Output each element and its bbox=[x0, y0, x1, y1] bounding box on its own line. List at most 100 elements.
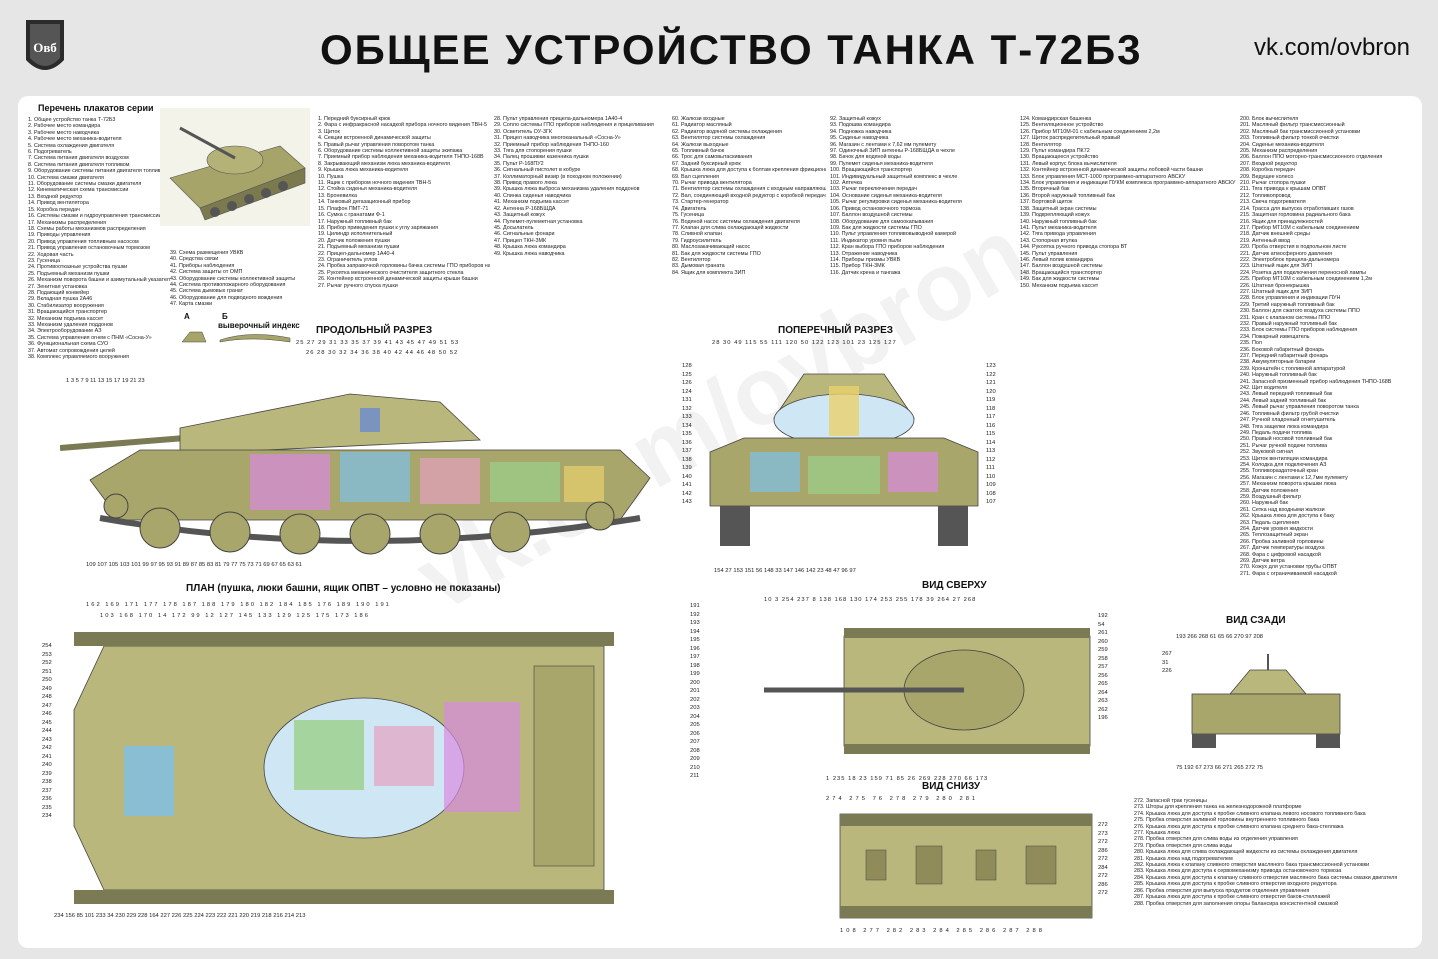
list-item: 8. Закрывающий механизм люка механика-во… bbox=[318, 160, 450, 167]
list-item: 4. Секции встроенной динамической защиты bbox=[318, 135, 431, 142]
list-item: 10. Пушка bbox=[318, 173, 344, 180]
list-item: 68. Крышка люка для доступа к болтам кре… bbox=[672, 167, 826, 174]
list-item: 244. Левый задний топливный бак bbox=[1240, 397, 1326, 404]
list-item: 67. Задний буксирный крюк bbox=[672, 160, 741, 167]
list-item: 227. Штатный ящик для ЗИП bbox=[1240, 288, 1312, 295]
list-item: 144. Рукоятка ручного привода стопора ВТ bbox=[1020, 244, 1128, 251]
list-item: 285. Крышка люка для доступа к пробке сл… bbox=[1134, 881, 1337, 888]
list-item: 107 bbox=[986, 499, 996, 505]
list-item: 21. Подъемный механизм пушки bbox=[318, 244, 400, 251]
list-item: 109 bbox=[986, 482, 996, 488]
list-item: 141 bbox=[682, 482, 692, 488]
long-top-numbers-2: 26 28 30 32 34 36 38 40 42 44 46 48 50 5… bbox=[306, 350, 459, 356]
list-item: 77. Клапан для слива охлаждающей жидкост… bbox=[672, 224, 789, 231]
list-item: 122 bbox=[986, 371, 996, 378]
list-item: 7. Приемный прибор наблюдения механика-в… bbox=[318, 154, 484, 161]
list-item: 12. Кинематическая схема трансмиссии bbox=[28, 187, 129, 194]
list-item: 211 bbox=[690, 773, 700, 779]
list-item: 116. Датчик крена и тангажа bbox=[830, 269, 901, 276]
list-item: 36. Сигнальный пистолет в кобуре bbox=[494, 167, 581, 174]
list-item: 238 bbox=[42, 779, 52, 785]
list-item: 4. Рабочее место механика-водителя bbox=[28, 136, 122, 143]
list-item: 40. Спинка сиденья наводчика bbox=[494, 192, 571, 199]
list-item: 225. Прибор МТ10М с кабельным соединение… bbox=[1240, 276, 1372, 283]
list-item: 134 bbox=[682, 422, 692, 429]
longitudinal-section-title: ПРОДОЛЬНЫЙ РАЗРЕЗ bbox=[316, 325, 433, 336]
list-item: 222. Электроблок прицела-дальномера bbox=[1240, 256, 1340, 263]
list-item: 25. Рукоятка механического очистителя за… bbox=[318, 269, 464, 276]
list-item: 230. Баллон для сжатого воздуха системы … bbox=[1240, 308, 1360, 315]
list-item: 97. Одиночный ЗИП антенны Р-168БШДА в че… bbox=[830, 148, 955, 155]
list-item: 286 bbox=[1098, 847, 1108, 854]
list-item: 29. Вкладная пушка 2А46 bbox=[28, 296, 93, 303]
list-item: 33. Тяга для стопорения пушки bbox=[494, 148, 572, 155]
list-item: 105. Рычаг регулировки сиденья механика-… bbox=[830, 199, 962, 206]
list-item: 133. Блок управления МСТ-1000 программно… bbox=[1020, 173, 1186, 180]
bottom-view-drawing bbox=[839, 813, 1093, 919]
list-item: 206 bbox=[690, 730, 700, 737]
list-item: 228. Блок управления и индикации ПУН bbox=[1240, 295, 1341, 302]
list-item: 231. Кран с клапаном системы ППО bbox=[1240, 314, 1331, 321]
list-item: 234. Пожарный извещатель bbox=[1240, 333, 1310, 340]
list-item: 282. Крышка люка к клапану сливного отве… bbox=[1134, 862, 1370, 869]
list-item: 262 bbox=[1098, 706, 1108, 713]
list-item: 249 bbox=[42, 685, 52, 692]
list-item: 110. Пульт управления топливовыводной ка… bbox=[830, 231, 956, 238]
list-item: 259 bbox=[1098, 647, 1108, 653]
list-item: 31. Прицел наводчика многоканальный «Сос… bbox=[494, 135, 621, 142]
list-item: 202 bbox=[690, 696, 700, 703]
list-item: 113 bbox=[986, 448, 996, 454]
list-item: 126 bbox=[682, 380, 692, 386]
plan-top-numbers: 162 169 171 177 178 187 188 179 180 182 … bbox=[86, 602, 391, 608]
list-item: 243. Левый передний топливный бак bbox=[1240, 391, 1333, 398]
list-item: 199 bbox=[690, 671, 700, 677]
list-item: 195 bbox=[690, 637, 700, 643]
list-item: 242. Щит водителя bbox=[1240, 385, 1288, 392]
list-item: 32. Механизм подъема кассет bbox=[28, 315, 104, 322]
list-item: 123 bbox=[986, 363, 996, 369]
list-item: 26. Механизм поворота башни и азимутальн… bbox=[28, 277, 170, 284]
list-item: 45. Система дымовых гранат bbox=[170, 288, 244, 295]
list-item: 132. Контейнер встроенной динамической з… bbox=[1020, 167, 1203, 174]
list-item: 194 bbox=[690, 628, 700, 635]
list-item: 18. Прибор приведения пушки к углу заряж… bbox=[318, 224, 438, 231]
list-item: 125 bbox=[682, 371, 692, 378]
list-item: 114 bbox=[986, 439, 996, 446]
list-item: 147. Баллон воздушной системы bbox=[1020, 263, 1103, 270]
list-item: 137 bbox=[682, 448, 692, 454]
list-item: 139. Подкрепляющий кожух bbox=[1020, 212, 1090, 219]
list-item: 272 bbox=[1098, 890, 1108, 896]
list-item: 245 bbox=[42, 719, 52, 726]
list-item: 218. Датчик внешней среды bbox=[1240, 231, 1310, 238]
ovb-logo-icon: Овб bbox=[26, 20, 64, 70]
list-item: 265 bbox=[1098, 681, 1108, 687]
list-item: 98. Бачок для водяной воды bbox=[830, 154, 901, 161]
vk-link[interactable]: vk.com/ovbron bbox=[1253, 34, 1410, 61]
list-item: 233. Блок системы ГПО приборов наблюдени… bbox=[1240, 327, 1358, 334]
list-item: 72. Вал, соединяющий входной редуктор с … bbox=[672, 192, 826, 199]
list-item: 102. Аптечка bbox=[830, 180, 863, 187]
list-item: 277. Крышка люка bbox=[1134, 830, 1180, 837]
list-item: 263. Педаль сцепления bbox=[1240, 519, 1300, 526]
list-item: 286. Пробка отверстия для выпуска продук… bbox=[1134, 887, 1310, 894]
list-item: 239. Кронштейн с топливной аппаратурой bbox=[1240, 365, 1346, 372]
bottom-view-top-numbers: 274 275 76 278 279 280 281 bbox=[826, 796, 979, 802]
list-item: 41. Механизм подъема кассет bbox=[494, 199, 570, 206]
list-item: 29. Сопло системы ГПО приборов наблюдени… bbox=[494, 122, 654, 129]
list-item: 131 bbox=[682, 397, 692, 403]
list-item: 143. Стопорная втулка bbox=[1020, 237, 1078, 244]
list-item: 43. Оборудование системы коллективной за… bbox=[170, 275, 296, 282]
list-item: 264. Датчик уровня жидкости bbox=[1240, 526, 1313, 532]
list-item: 34. Электрооборудование АЗ bbox=[28, 328, 102, 335]
list-item: 258. Датчик положения bbox=[1240, 487, 1299, 494]
list-item: 232. Правый наружный топливный бак bbox=[1240, 321, 1337, 327]
list-item: 129. Пульт командира ПК72 bbox=[1020, 148, 1090, 155]
list-item: 39. Схема размещения УВКВ bbox=[170, 250, 244, 256]
list-item: 278. Пробка отверстия для слива воды из … bbox=[1134, 836, 1298, 843]
